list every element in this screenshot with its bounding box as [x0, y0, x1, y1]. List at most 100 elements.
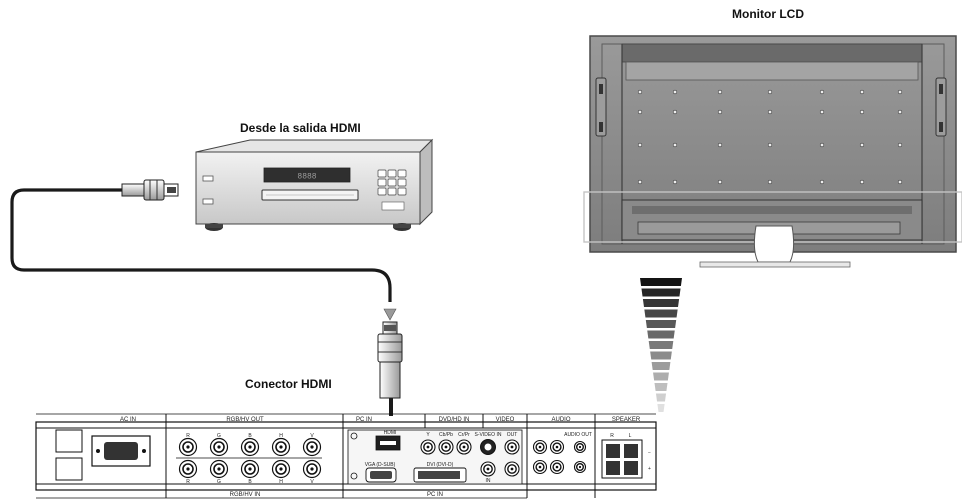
label-audio: AUDIO	[551, 417, 570, 423]
lcd-monitor	[583, 35, 962, 268]
connector-panel: AC IN RGB/HV OUT PC IN DVD/HD IN VIDEO A…	[35, 413, 657, 499]
label-pc-in-top: PC IN	[356, 417, 372, 423]
screw	[717, 142, 723, 148]
screw	[672, 142, 678, 148]
bnc-in-letter: V	[310, 479, 314, 485]
screw	[819, 89, 825, 95]
screw	[819, 142, 825, 148]
wedge-stripe	[640, 278, 682, 286]
audio-jacks: AUDIO OUT	[532, 432, 592, 475]
wedge-stripe	[650, 351, 672, 360]
bnc-in-letter: R	[186, 479, 190, 485]
screw	[859, 179, 865, 185]
bnc-out-letter: V	[310, 433, 314, 439]
hdmi-plug-source	[121, 179, 179, 201]
screw	[637, 109, 643, 115]
ac-inlet	[55, 429, 151, 481]
bnc-out-letter: H	[279, 433, 283, 439]
label-hdmi-port: HDMI	[384, 430, 397, 436]
player-button	[397, 187, 407, 196]
dvd-player: 8888	[195, 138, 434, 231]
screw	[672, 89, 678, 95]
label-video: VIDEO	[496, 417, 515, 423]
caption-connector: Conector HDMI	[245, 377, 332, 391]
bnc-out-letter: B	[248, 433, 252, 439]
monitor-stand	[699, 225, 851, 268]
wedge-stripe	[642, 299, 680, 307]
screw	[859, 89, 865, 95]
player-buttons	[377, 169, 407, 196]
label-svideo: S-VIDEO IN	[475, 432, 502, 438]
label-audio-out: AUDIO OUT	[564, 432, 592, 438]
screw	[819, 109, 825, 115]
screw	[859, 142, 865, 148]
left-handle	[595, 77, 607, 137]
player-button	[387, 169, 397, 178]
pc-in-block: HDMI VGA (D-SUB) DVI (DVI-D)	[347, 429, 523, 485]
player-button	[397, 178, 407, 187]
rgbhv-bnc-connectors: R R G G B B H H V V	[176, 433, 322, 485]
label-ac-in: AC IN	[120, 417, 136, 423]
hdmi-plug-panel	[377, 321, 403, 416]
screw	[767, 142, 773, 148]
hdmi-cable	[10, 188, 392, 302]
caption-source: Desde la salida HDMI	[240, 121, 361, 135]
bnc-in-letter: H	[279, 479, 283, 485]
screw	[637, 179, 643, 185]
label-cb: Cb/Pb	[439, 432, 453, 438]
mounting-screws	[637, 89, 903, 185]
bnc-in-letter: G	[217, 479, 221, 485]
caption-monitor: Monitor LCD	[732, 7, 804, 21]
right-handle	[935, 77, 947, 137]
player-button	[377, 169, 387, 178]
screw	[717, 109, 723, 115]
focus-wedge	[640, 278, 682, 412]
screw	[717, 179, 723, 185]
label-rgbhv-in: RGB/HV IN	[230, 492, 261, 498]
label-dvi: DVI (DVI-D)	[427, 462, 454, 468]
bnc-in-letter: B	[248, 479, 252, 485]
screw	[897, 89, 903, 95]
label-speaker: SPEAKER	[612, 417, 641, 423]
wedge-stripe	[645, 320, 677, 328]
wedge-stripe	[641, 288, 681, 297]
player-button	[387, 178, 397, 187]
bnc-out-letter: G	[217, 433, 221, 439]
player-button	[377, 187, 387, 196]
label-vga: VGA (D-SUB)	[365, 462, 396, 468]
speaker-terminals: R L − +	[601, 433, 651, 479]
video-inputs: S-VIDEO IN OUT IN	[475, 432, 520, 484]
player-button	[377, 178, 387, 187]
wedge-stripe	[655, 393, 667, 402]
label-speaker-l: L	[629, 433, 632, 439]
screw	[767, 109, 773, 115]
label-video-in: IN	[486, 478, 491, 484]
screw	[859, 109, 865, 115]
component-inputs: Y Cb/Pb Cr/Pr	[420, 432, 472, 455]
screw	[897, 109, 903, 115]
wedge-stripe	[654, 383, 668, 391]
screw	[767, 179, 773, 185]
bnc-out-letter: R	[186, 433, 190, 439]
svg-text:−: −	[648, 450, 651, 456]
screw	[637, 89, 643, 95]
player-button	[397, 169, 407, 178]
label-y: Y	[426, 432, 430, 438]
label-pc-in-bottom: PC IN	[427, 492, 443, 498]
insert-arrow	[383, 308, 397, 321]
wedge-stripe	[644, 309, 678, 318]
player-display-text: 8888	[297, 173, 316, 182]
screw	[897, 179, 903, 185]
screw	[672, 179, 678, 185]
label-speaker-r: R	[610, 433, 614, 439]
label-cr: Cr/Pr	[458, 432, 470, 438]
screw	[819, 179, 825, 185]
screw	[767, 89, 773, 95]
wedge-stripe	[653, 372, 669, 381]
wedge-stripe	[651, 362, 671, 370]
player-button	[387, 187, 397, 196]
screw	[637, 142, 643, 148]
label-rgbhv-out: RGB/HV OUT	[226, 417, 264, 423]
